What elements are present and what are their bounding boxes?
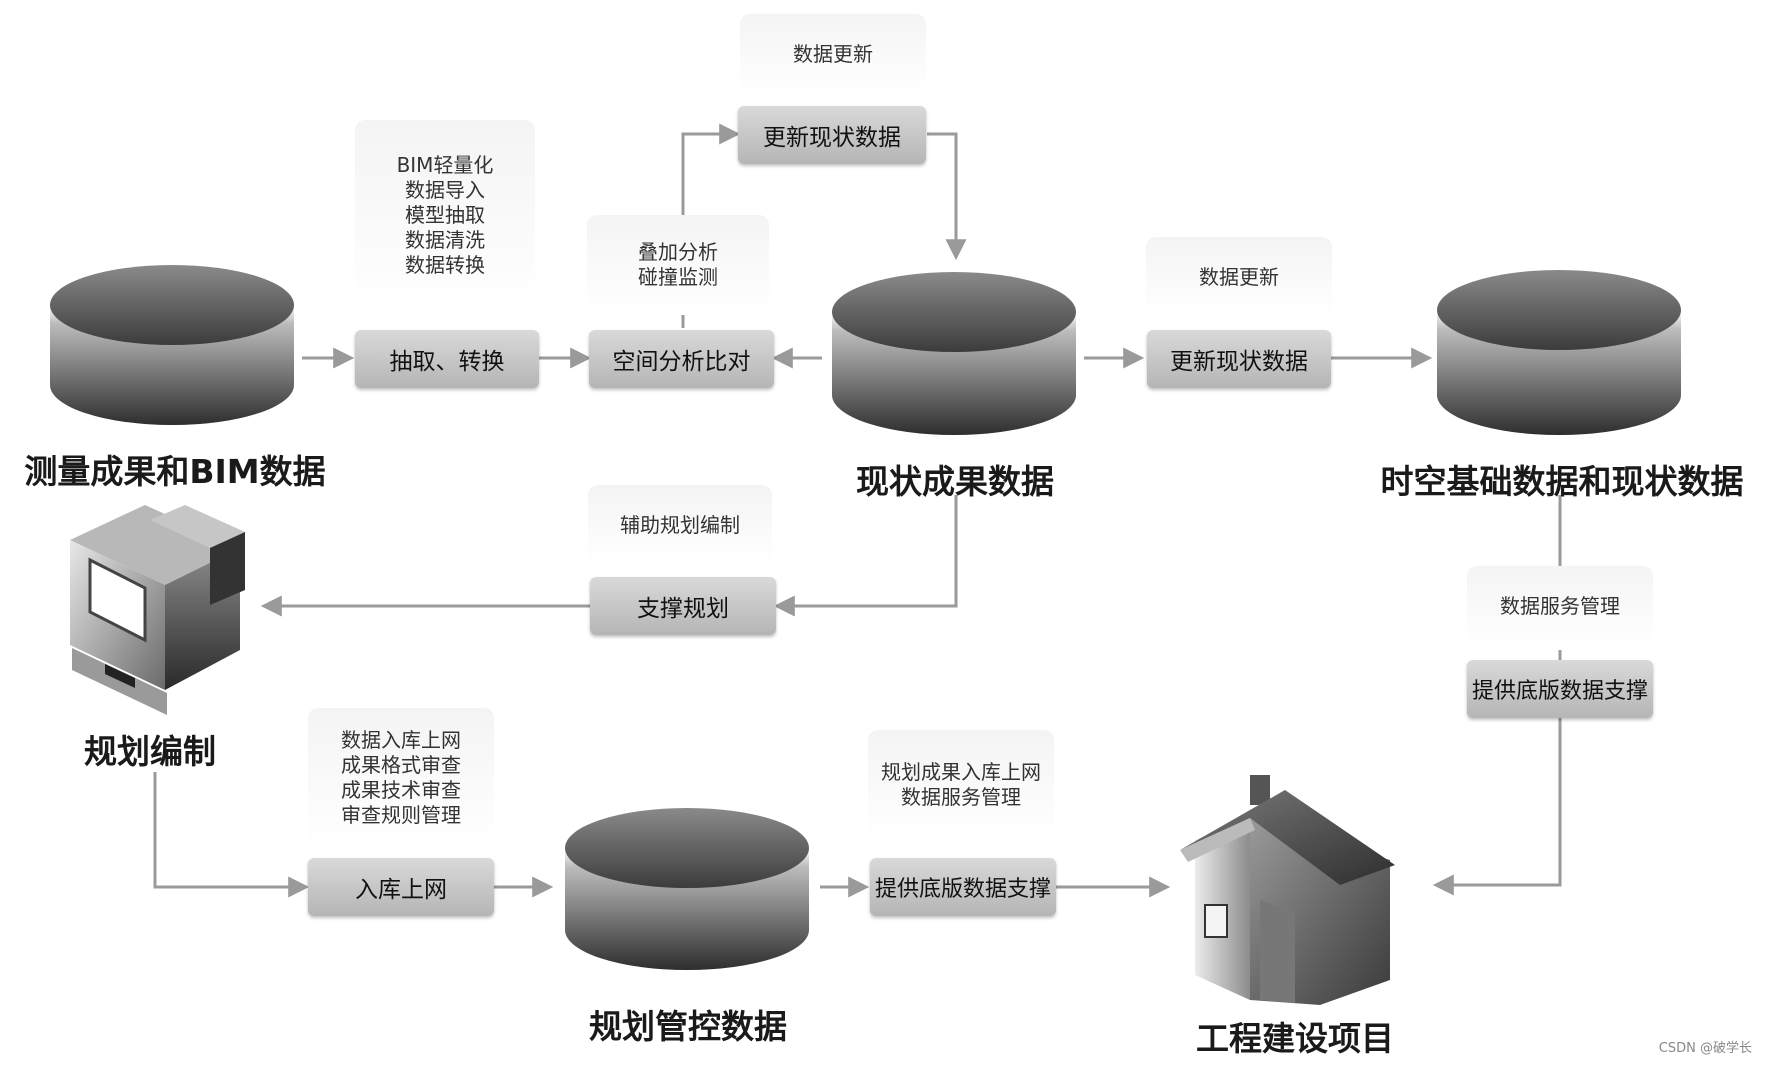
box-base-support-bottom: 提供底版数据支撑	[870, 858, 1056, 916]
title-survey-bim: 测量成果和BIM数据	[24, 452, 326, 491]
note-line: 模型抽取	[405, 202, 485, 227]
note-line: 成果技术审查	[341, 778, 461, 802]
box-update-top: 更新现状数据	[738, 106, 926, 164]
box-extract-convert: 抽取、转换	[355, 330, 539, 388]
title-project: 工程建设项目	[1196, 1019, 1394, 1058]
note-assist-planning: 辅助规划编制	[588, 485, 772, 565]
house-icon	[1180, 775, 1395, 1005]
note-line: 数据服务管理	[901, 785, 1021, 809]
cylinder-current-results-icon	[832, 272, 1076, 435]
note-planning-results: 规划成果入库上网数据服务管理	[868, 730, 1054, 840]
note-storage-steps: 数据入库上网成果格式审查成果技术审查审查规则管理	[308, 708, 494, 848]
note-line: 数据入库上网	[341, 728, 461, 752]
note-line: 辅助规划编制	[620, 512, 740, 537]
note-data-service: 数据服务管理	[1467, 566, 1653, 646]
cylinder-spatiotemporal-icon	[1437, 270, 1681, 435]
note-line: 规划成果入库上网	[881, 760, 1041, 784]
cylinder-planning-control-icon	[565, 808, 809, 970]
note-line: 数据更新	[793, 41, 873, 66]
note-overlay: 叠加分析碰撞监测	[587, 215, 769, 315]
box-spatial-compare: 空间分析比对	[589, 330, 774, 388]
note-line: BIM轻量化	[396, 152, 494, 177]
note-data-update-top: 数据更新	[740, 14, 926, 94]
note-line: 数据更新	[1199, 264, 1279, 289]
box-storage-online: 入库上网	[308, 858, 494, 916]
watermark: CSDN @破学长	[1658, 1041, 1752, 1056]
title-current-results: 现状成果数据	[856, 462, 1054, 501]
computer-icon	[70, 505, 245, 715]
note-line: 数据服务管理	[1500, 593, 1620, 618]
note-line: 审查规则管理	[341, 803, 461, 827]
note-line: 碰撞监测	[638, 265, 718, 289]
note-line: 数据清洗	[405, 227, 485, 252]
cylinder-survey-bim-icon	[50, 265, 294, 425]
note-line: 成果格式审查	[341, 753, 461, 777]
note-bim-steps: BIM轻量化数据导入模型抽取数据清洗数据转换	[355, 120, 535, 310]
title-planning: 规划编制	[84, 732, 216, 771]
title-planning-control: 规划管控数据	[589, 1007, 787, 1046]
note-line: 数据导入	[405, 177, 485, 202]
title-spatiotemporal: 时空基础数据和现状数据	[1380, 462, 1744, 501]
note-line: 叠加分析	[638, 240, 718, 264]
note-data-update-right: 数据更新	[1146, 237, 1332, 317]
box-support-planning: 支撑规划	[590, 577, 776, 635]
box-base-support-right: 提供底版数据支撑	[1467, 660, 1653, 718]
note-line: 数据转换	[405, 252, 485, 277]
box-update-right: 更新现状数据	[1147, 330, 1331, 388]
